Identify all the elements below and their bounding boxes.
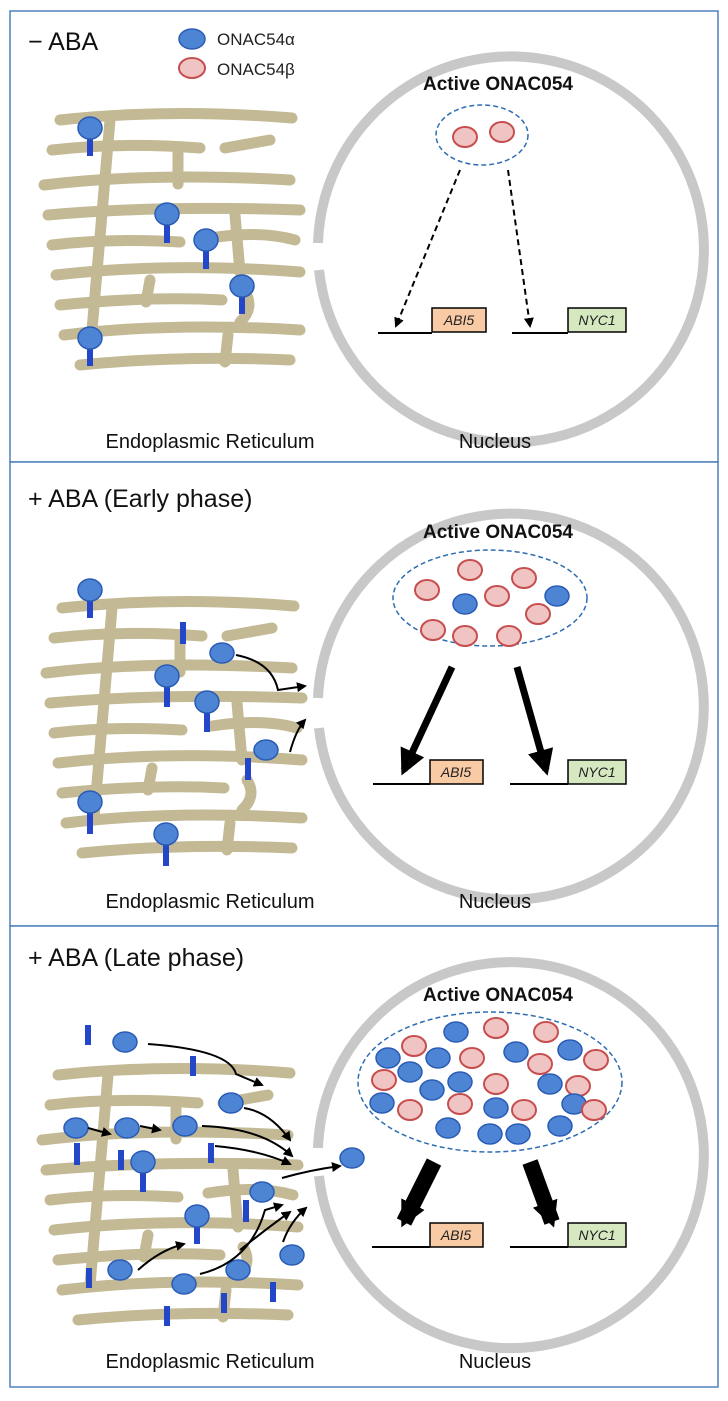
active-pool <box>357 1011 623 1153</box>
active-onac054-label: Active ONAC054 <box>423 985 573 1006</box>
panel-aba-early: + ABA (Early phase) Active ONAC054 <box>9 461 719 927</box>
empty-anchor <box>180 622 186 644</box>
nucleus-caption: Nucleus <box>459 1351 531 1373</box>
legend: ONAC54α ONAC54β <box>178 28 295 79</box>
empty-anchor <box>245 758 251 780</box>
nucleus: Active ONAC054 ABI5 NYC1 <box>313 51 709 448</box>
panel-title: − ABA <box>28 28 99 56</box>
nucleus: Active ONAC054 ABI5 NYC1 <box>313 508 709 905</box>
abi5-gene-label: ABI5 <box>440 764 472 780</box>
abi5-gene-label: ABI5 <box>443 312 475 328</box>
nyc1-gene-box <box>567 1222 627 1248</box>
abi5-gene-box <box>429 1222 484 1248</box>
nucleus-caption: Nucleus <box>459 891 531 913</box>
abi5-gene-box <box>429 759 484 785</box>
legend-beta-label: ONAC54β <box>217 60 295 79</box>
active-pool <box>435 104 529 166</box>
panel-title: + ABA (Early phase) <box>28 485 252 513</box>
panel-aba-late: + ABA (Late phase) <box>9 925 719 1388</box>
endoplasmic-reticulum <box>42 1025 365 1326</box>
legend-beta-icon <box>178 57 206 79</box>
nyc1-gene-box <box>567 307 627 333</box>
er-caption: Endoplasmic Reticulum <box>106 431 315 453</box>
er-caption: Endoplasmic Reticulum <box>106 891 315 913</box>
abi5-gene-label: ABI5 <box>440 1227 472 1243</box>
active-onac054-label: Active ONAC054 <box>423 74 573 95</box>
nyc1-gene-label: NYC1 <box>578 764 615 780</box>
nyc1-gene-box <box>567 759 627 785</box>
legend-alpha-label: ONAC54α <box>217 30 295 49</box>
legend-alpha-icon <box>178 28 206 50</box>
nucleus: Active ONAC054 <box>313 957 709 1354</box>
nyc1-gene-label: NYC1 <box>578 312 615 328</box>
active-pool <box>392 549 588 647</box>
endoplasmic-reticulum <box>44 113 300 366</box>
panel-no-aba: − ABA ONAC54α ONAC54β Active ONAC054 <box>9 10 719 463</box>
nyc1-gene-label: NYC1 <box>578 1227 615 1243</box>
nucleus-caption: Nucleus <box>459 431 531 453</box>
abi5-gene-box <box>431 307 487 333</box>
active-onac054-label: Active ONAC054 <box>423 522 573 543</box>
panel-title: + ABA (Late phase) <box>28 944 244 972</box>
endoplasmic-reticulum <box>46 578 305 866</box>
er-caption: Endoplasmic Reticulum <box>106 1351 315 1373</box>
